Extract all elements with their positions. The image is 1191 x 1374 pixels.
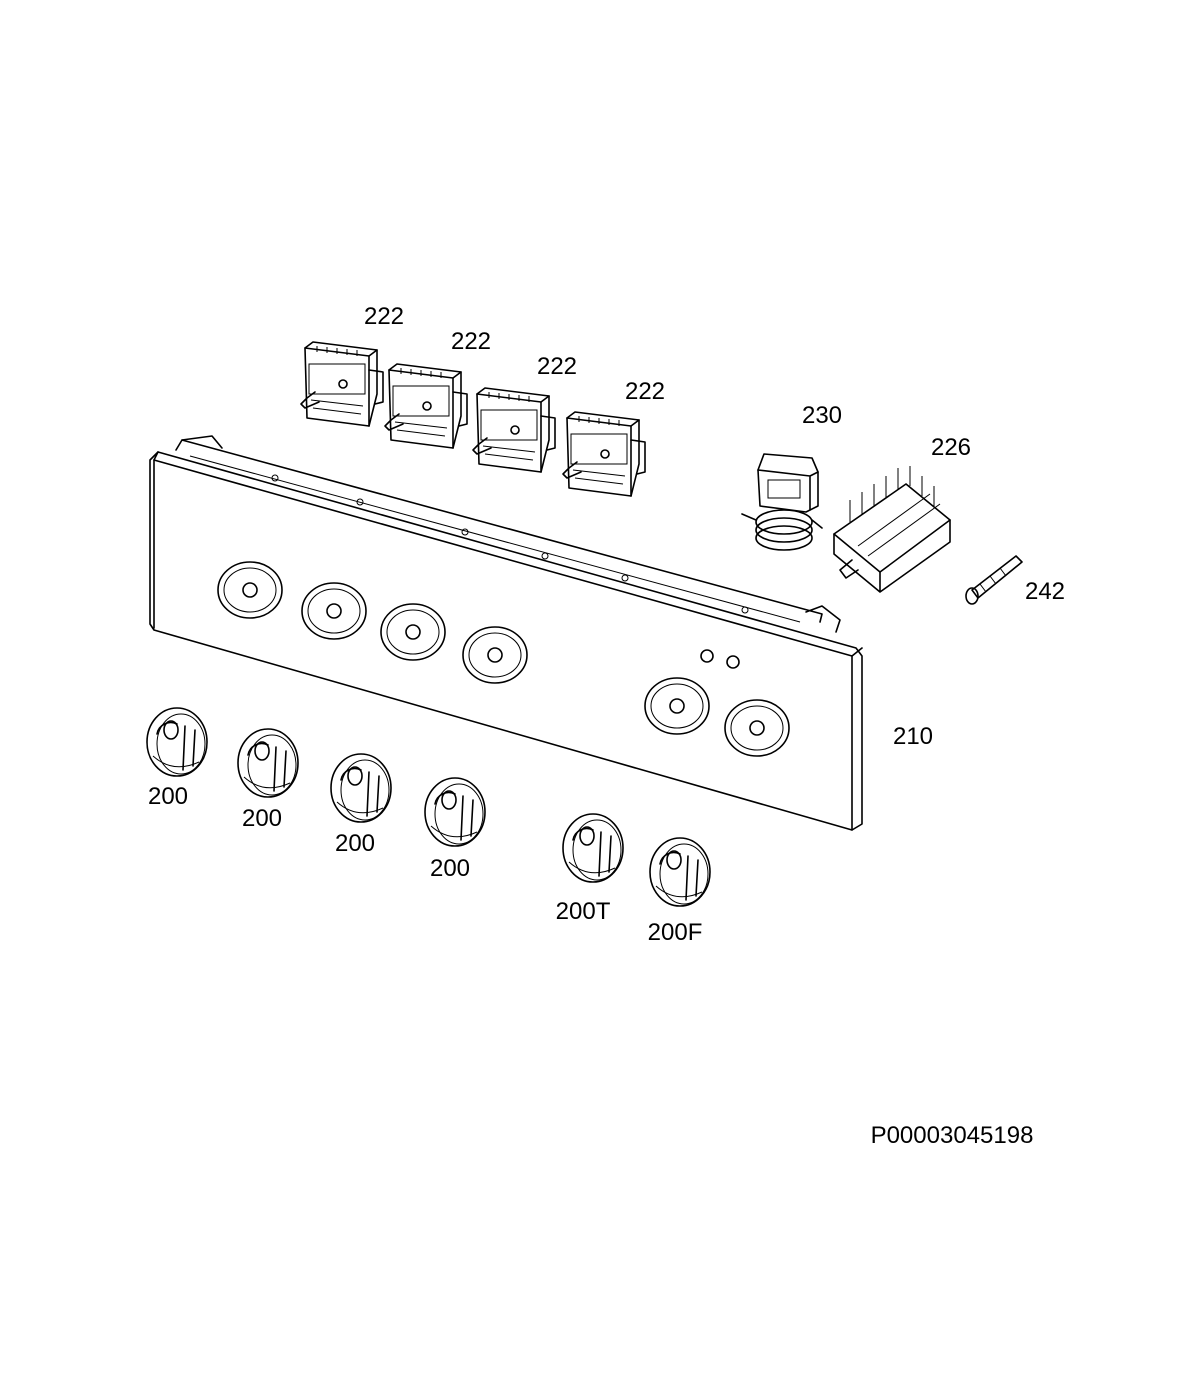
control-knob <box>649 837 711 907</box>
label-222: 222 <box>536 353 578 380</box>
label-200f: 200F <box>647 919 703 946</box>
thermostat-230 <box>741 453 823 551</box>
label-230: 230 <box>801 402 843 429</box>
label-222: 222 <box>363 303 405 330</box>
label-226: 226 <box>930 434 972 461</box>
label-200: 200 <box>334 830 376 857</box>
panel-hole <box>644 677 710 735</box>
panel-hole <box>380 603 446 661</box>
label-222: 222 <box>450 328 492 355</box>
label-200: 200 <box>241 805 283 832</box>
control-knob <box>330 753 392 823</box>
control-knob <box>562 813 624 883</box>
panel-hole <box>217 561 283 619</box>
indicator-hole <box>700 649 714 663</box>
diagram-code: P00003045198 <box>870 1122 1034 1149</box>
label-222: 222 <box>624 378 666 405</box>
label-200: 200 <box>147 783 189 810</box>
label-200: 200 <box>429 855 471 882</box>
indicator-hole <box>726 655 740 669</box>
control-knob <box>424 777 486 847</box>
control-panel <box>149 435 863 831</box>
energy-regulator-222 <box>384 363 468 449</box>
label-200t: 200T <box>555 898 611 925</box>
energy-regulator-222 <box>300 341 384 427</box>
energy-regulator-222 <box>562 411 646 497</box>
oven-function-selector-226 <box>833 466 951 593</box>
control-knob <box>237 728 299 798</box>
panel-hole <box>462 626 528 684</box>
panel-hole <box>724 699 790 757</box>
control-knob <box>146 707 208 777</box>
energy-regulator-222 <box>472 387 556 473</box>
label-242: 242 <box>1024 578 1066 605</box>
panel-hole <box>301 582 367 640</box>
lamp-242 <box>965 555 1023 605</box>
label-210: 210 <box>892 723 934 750</box>
